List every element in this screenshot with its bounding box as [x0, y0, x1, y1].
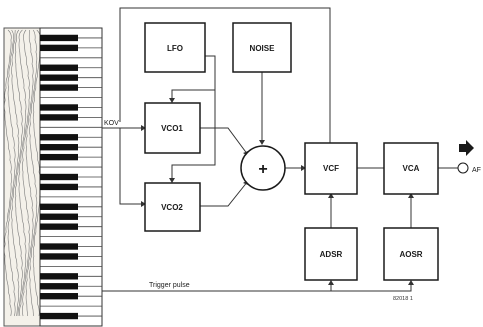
- noise-label: NOISE: [250, 44, 276, 53]
- adsr-amp-label: AOSR: [399, 250, 422, 259]
- arrow-lfo-vco1: [169, 98, 175, 103]
- black-key: [40, 34, 78, 42]
- wood-grain-line: [7, 29, 16, 317]
- black-key: [40, 153, 78, 161]
- vco2-box: [144, 182, 201, 232]
- wood-grain-line: [22, 29, 30, 317]
- black-key: [40, 243, 78, 250]
- block-vco1: VCO1: [144, 102, 201, 154]
- block-adsr-filter: ADSR: [304, 227, 358, 281]
- block-vco2: VCO2: [144, 182, 201, 232]
- wood-grain-line: [14, 29, 23, 317]
- vcf-box: [304, 142, 358, 195]
- vca-label: VCA: [403, 164, 420, 173]
- vco1-box: [144, 102, 201, 154]
- mixer-circle: [240, 145, 286, 191]
- black-keys: [40, 34, 78, 320]
- wood-grain-line: [25, 29, 34, 317]
- black-key: [40, 104, 78, 111]
- black-key: [40, 213, 78, 220]
- arrow-trigger-adsr: [328, 280, 334, 285]
- vcf-label: VCF: [323, 164, 339, 173]
- black-key: [40, 312, 78, 320]
- vca-box: [383, 142, 439, 195]
- block-noise: NOISE: [232, 22, 292, 73]
- wire-top-bus: [119, 7, 331, 164]
- wire-kov-vco2: [119, 128, 145, 205]
- vco1-label: VCO1: [161, 124, 183, 133]
- arrow-trigger-aosr: [408, 280, 414, 285]
- wood-grain-line: [29, 29, 38, 317]
- black-key: [40, 223, 78, 230]
- wood-grain-line: [32, 29, 41, 317]
- arrow-kov-vco2: [141, 201, 146, 207]
- output-terminal: [457, 162, 469, 174]
- black-key: [40, 44, 78, 52]
- arrow-kov-vco1: [141, 125, 146, 131]
- trigger-pulse-label: Trigger pulse: [149, 282, 190, 289]
- block-vca: VCA: [383, 142, 439, 195]
- lfo-box: [144, 22, 206, 73]
- arrow-noise-mixer: [259, 140, 265, 145]
- wire-vco1-mixer: [200, 127, 249, 156]
- black-key: [40, 74, 78, 81]
- black-key: [40, 283, 78, 290]
- figure-number: 82018 1: [393, 296, 413, 302]
- block-vcf: VCF: [304, 142, 358, 195]
- wood-grain: [4, 29, 41, 317]
- arrow-adsr-vcf: [328, 193, 334, 198]
- black-key: [40, 64, 78, 71]
- mixer-symbol: +: [258, 161, 267, 178]
- wood-grain-line: [11, 29, 20, 317]
- black-key: [40, 183, 78, 191]
- vco2-label: VCO2: [161, 203, 183, 212]
- noise-box: [232, 22, 292, 73]
- arrow-lfo-vco2: [169, 178, 175, 183]
- block-lfo: LFO: [144, 22, 206, 73]
- lfo-label: LFO: [167, 44, 183, 53]
- output-arrow-icon: [459, 140, 474, 156]
- wire-vco2-mixer: [200, 180, 249, 207]
- block-mixer: +: [240, 145, 286, 191]
- kov-label: KOV: [104, 120, 119, 127]
- keyboard: [3, 27, 103, 327]
- black-key: [40, 203, 78, 210]
- black-key: [40, 273, 78, 280]
- arrow-adsr-vca: [408, 193, 414, 198]
- black-key: [40, 173, 78, 181]
- wood-grain-line: [18, 29, 27, 317]
- adsr-filter-box: [304, 227, 358, 281]
- black-key: [40, 114, 78, 121]
- adsr-filter-label: ADSR: [320, 250, 343, 259]
- signal-wires: [102, 7, 458, 292]
- output-label: AF: [472, 167, 481, 174]
- wood-grain-line: [4, 29, 12, 317]
- arrow-mixer-vcf: [301, 165, 306, 171]
- black-key: [40, 144, 78, 151]
- adsr-amp-box: [383, 227, 439, 281]
- black-key: [40, 253, 78, 260]
- black-key: [40, 293, 78, 300]
- black-key: [40, 134, 78, 141]
- audio-output: AF: [457, 140, 481, 174]
- black-key: [40, 84, 78, 91]
- block-adsr-amp: AOSR: [383, 227, 439, 281]
